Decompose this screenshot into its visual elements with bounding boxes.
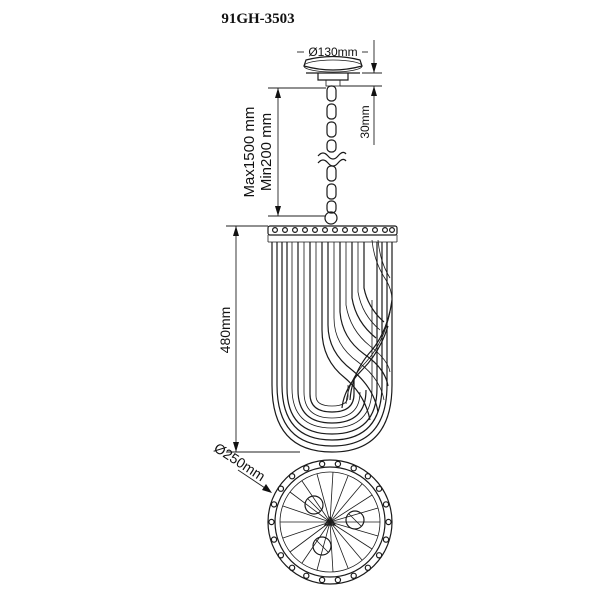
body-height-label: 480mm (217, 307, 233, 354)
radial-rods (280, 471, 380, 573)
chandelier-bottom-view (267, 459, 393, 585)
twisted-rods (321, 239, 393, 421)
ceiling-canopy (303, 55, 363, 87)
model-title: 91GH-3503 (221, 11, 294, 27)
body-diameter-dimension: Ø250mm (211, 439, 272, 493)
chain-min-label: Min200 mm (258, 113, 275, 191)
top-ring-bolts (272, 227, 396, 234)
chain-max-label: Max1500 mm (241, 107, 258, 198)
chain-length-dimension: Max1500 mm Min200 mm (241, 87, 326, 217)
bottom-ring-bolts (268, 460, 392, 584)
canopy-diameter-dimension: Ø130mm (297, 45, 368, 59)
center-hub (323, 515, 337, 526)
bulb-sockets (304, 495, 365, 556)
suspension-chain (317, 85, 347, 225)
body-diameter-label: Ø250mm (211, 439, 268, 484)
canopy-height-dimension: 30mm (340, 40, 382, 145)
body-height-dimension: 480mm (217, 225, 300, 453)
glass-rod-loops (271, 242, 393, 453)
chandelier-body (267, 225, 398, 453)
canopy-diameter-label: Ø130mm (308, 45, 357, 59)
canopy-height-label: 30mm (358, 105, 372, 138)
